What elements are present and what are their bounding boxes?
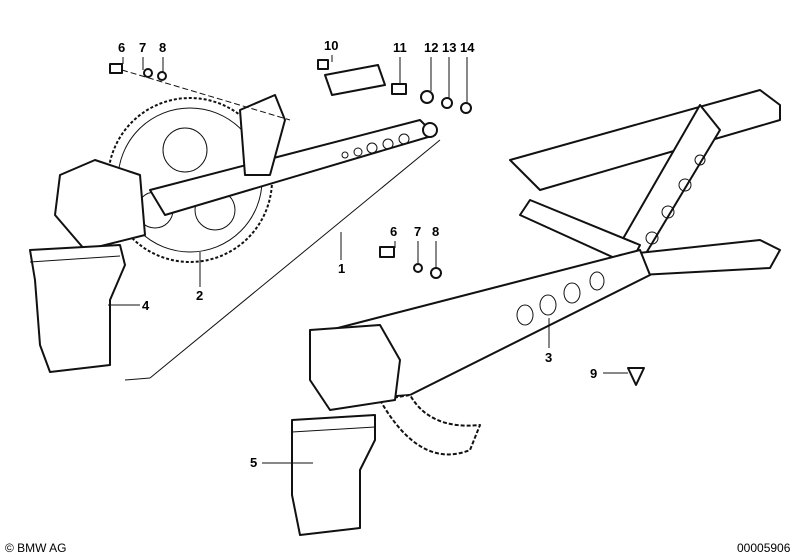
- callout-8b: 8: [432, 224, 440, 239]
- motor-4: [29, 244, 126, 373]
- callout-4: 4: [142, 298, 150, 313]
- image-number: 00005906: [737, 541, 791, 555]
- motor-5: [291, 414, 376, 536]
- callout-6: 6: [118, 40, 126, 55]
- callout-8: 8: [159, 40, 167, 55]
- callout-11: 11: [393, 40, 407, 55]
- callout-7b: 7: [414, 224, 422, 239]
- upper-rail: [509, 89, 781, 191]
- callout-14: 14: [460, 40, 475, 55]
- callout-10: 10: [324, 38, 339, 53]
- gear-sector: [379, 394, 481, 456]
- callout-13: 13: [442, 40, 457, 55]
- callout-12: 12: [424, 40, 439, 55]
- callout-6b: 6: [390, 224, 398, 239]
- callout-5: 5: [250, 455, 258, 470]
- copyright: © BMW AG: [5, 541, 67, 555]
- callout-1: 1: [338, 261, 346, 276]
- motor-housing: [54, 159, 146, 251]
- callout-9: 9: [590, 366, 598, 381]
- callout-3: 3: [545, 350, 553, 365]
- right-regulator-assembly: [291, 89, 781, 536]
- motor-housing-right: [309, 324, 401, 411]
- leader-lines: [108, 55, 628, 464]
- callout-7: 7: [139, 40, 147, 55]
- callout-2: 2: [196, 288, 204, 303]
